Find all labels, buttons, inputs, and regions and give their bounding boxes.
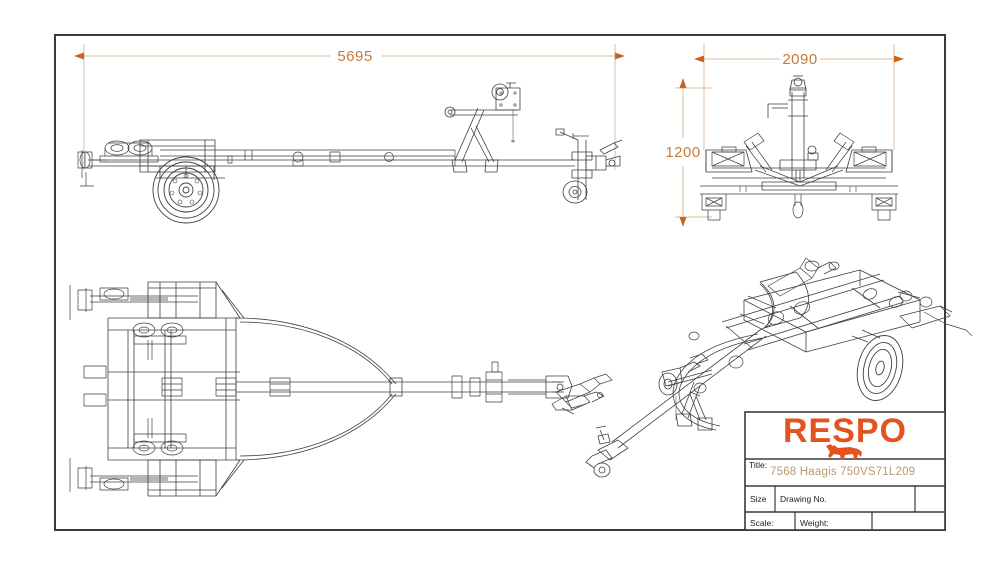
view-plan [69,281,605,497]
drawing-no-label: Drawing No. [780,494,827,504]
view-side-elevation [77,82,623,224]
title-value: 7568 Haagis 750VS71L209 [770,466,915,478]
title-label: Title: [749,460,767,470]
iso-view-coupling [585,425,629,478]
side-view-winch-post [444,82,521,173]
view-isometric [555,257,973,478]
front-view-winch-post [767,75,819,182]
scale-label: Scale: [750,518,774,528]
side-view-jockey-wheel [555,128,593,204]
dimension-overall-width-text: 2090 [782,51,817,68]
iso-view-winch-post [658,353,713,431]
size-label: Size [750,494,767,504]
respo-logo: RESPO [783,412,907,460]
iso-view-wheel [856,335,904,401]
dimension-overall-length [83,44,616,170]
dimension-overall-height-text: 1200 [665,144,700,161]
bull-silhouette-icon [826,444,862,460]
sheet-border [54,34,946,531]
side-view-wheel [152,156,220,224]
title-block [744,411,946,531]
view-front-elevation [700,75,898,221]
plan-view-coupling [545,375,573,399]
side-view-coupling [585,139,623,171]
weight-label: Weight: [800,518,829,528]
logo-text: RESPO [783,412,907,450]
dimension-overall-length-text: 5695 [337,48,372,65]
